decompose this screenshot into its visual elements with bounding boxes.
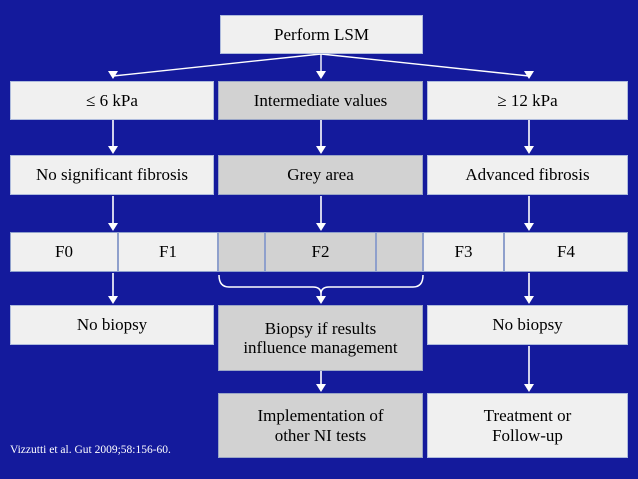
node-perform-lsm[interactable]: Perform LSM (220, 15, 423, 54)
node-interpretation-grey-area[interactable]: Grey area (218, 155, 423, 195)
node-action-no-biopsy-high-label: No biopsy (492, 315, 563, 335)
node-interpretation-high-label: Advanced fibrosis (465, 165, 590, 185)
stage-cell-f3-label: F3 (454, 242, 473, 262)
node-threshold-high[interactable]: ≥ 12 kPa (427, 81, 628, 120)
connector-lsm-to-high (320, 53, 530, 77)
node-perform-lsm-label: Perform LSM (274, 24, 369, 44)
node-outcome-implementation-ni-tests[interactable]: Implementation of other NI tests (218, 393, 423, 458)
node-outcome-treatment-line1: Treatment or (483, 406, 572, 426)
node-action-biopsy-line1: Biopsy if results (264, 318, 377, 338)
stage-cell-f1[interactable]: F1 (118, 232, 218, 272)
node-outcome-treatment-followup[interactable]: Treatment or Follow-up (427, 393, 628, 458)
stage-cell-f3[interactable]: F3 (423, 232, 504, 272)
stage-cell-f2[interactable]: F2 (265, 232, 376, 272)
node-outcome-treatment-line2: Follow-up (492, 425, 563, 445)
node-threshold-intermediate[interactable]: Intermediate values (218, 81, 423, 120)
stage-cell-grey-left[interactable] (218, 232, 265, 272)
stage-cell-f4-label: F4 (557, 242, 575, 262)
node-outcome-implementation-line1: Implementation of (257, 406, 384, 426)
node-interpretation-low-label: No significant fibrosis (35, 165, 189, 185)
node-interpretation-no-significant-fibrosis[interactable]: No significant fibrosis (10, 155, 214, 195)
node-interpretation-advanced-fibrosis[interactable]: Advanced fibrosis (427, 155, 628, 195)
citation-text: Vizzutti et al. Gut 2009;58:156-60. (10, 444, 171, 456)
node-action-no-biopsy-low-label: No biopsy (76, 315, 148, 335)
node-interpretation-intermediate-label: Grey area (287, 165, 354, 185)
node-threshold-low-label: ≤ 6 kPa (86, 90, 138, 110)
brace-grey-stages (218, 274, 424, 300)
stage-cell-f2-label: F2 (311, 242, 330, 262)
stage-cell-grey-right[interactable] (376, 232, 423, 272)
stage-cell-f1-label: F1 (159, 242, 177, 262)
connector-lsm-to-low (112, 53, 322, 77)
node-action-biopsy-line2: influence management (243, 338, 398, 357)
node-outcome-implementation-line2: other NI tests (274, 425, 367, 445)
stage-cell-f0-label: F0 (55, 242, 73, 262)
node-action-no-biopsy-low[interactable]: No biopsy (10, 305, 214, 345)
node-threshold-high-label: ≥ 12 kPa (497, 90, 558, 110)
stage-cell-f4[interactable]: F4 (504, 232, 628, 272)
node-threshold-low[interactable]: ≤ 6 kPa (10, 81, 214, 120)
node-action-no-biopsy-high[interactable]: No biopsy (427, 305, 628, 345)
stage-cell-f0[interactable]: F0 (10, 232, 118, 272)
arrowheads-row1 (108, 71, 534, 79)
node-threshold-intermediate-label: Intermediate values (253, 90, 388, 110)
node-action-biopsy-if-results[interactable]: Biopsy if results influence management (218, 305, 423, 371)
